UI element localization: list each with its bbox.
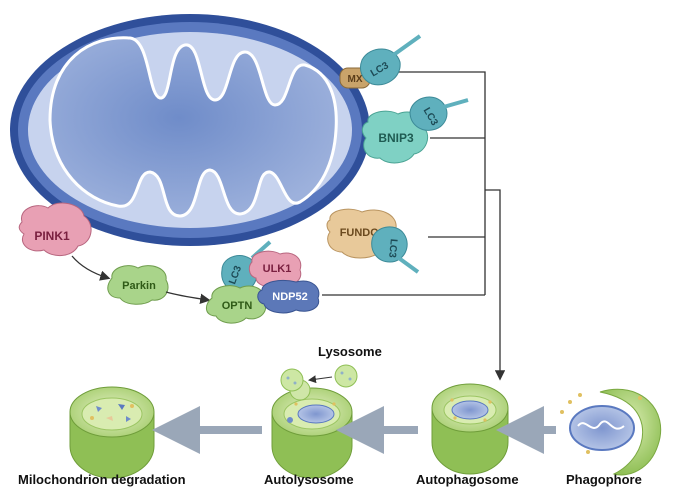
svg-text:MX: MX bbox=[348, 74, 363, 85]
phagophore bbox=[560, 388, 662, 476]
cristae bbox=[48, 36, 338, 218]
activation-arrows bbox=[71, 255, 211, 304]
svg-text:NDP52: NDP52 bbox=[272, 291, 307, 303]
svg-text:PINK1: PINK1 bbox=[34, 229, 70, 243]
svg-text:OPTN: OPTN bbox=[222, 300, 253, 312]
bnip3-receptor: BNIP3 bbox=[361, 110, 429, 164]
lc3-bnip3: LC3 bbox=[409, 96, 469, 131]
lysosome-label: Lysosome bbox=[318, 344, 382, 359]
pink1-protein: PINK1 bbox=[18, 202, 92, 256]
lc3-fundc1: LC3 bbox=[371, 226, 420, 274]
ndp52-protein: NDP52 bbox=[257, 279, 320, 314]
svg-text:Parkin: Parkin bbox=[122, 280, 156, 292]
autophagosome bbox=[431, 383, 509, 475]
autolysosome bbox=[271, 379, 353, 479]
autophagosome-label: Autophagosome bbox=[416, 472, 519, 487]
autolysosome-label: Autolysosome bbox=[264, 472, 354, 487]
mitochondrion bbox=[10, 14, 370, 246]
degradation-label: Milochondrion degradation bbox=[18, 472, 186, 487]
svg-text:BNIP3: BNIP3 bbox=[378, 131, 414, 145]
signal-lines bbox=[322, 71, 506, 381]
parkin-protein: Parkin bbox=[107, 265, 169, 305]
lc3-mx: LC3 bbox=[359, 34, 422, 86]
phagophore-label: Phagophore bbox=[566, 472, 642, 487]
lysosome-vesicles bbox=[280, 364, 358, 392]
degradation-vesicle bbox=[69, 386, 155, 479]
optn-protein: OPTN bbox=[206, 285, 266, 324]
svg-text:ULK1: ULK1 bbox=[263, 263, 292, 275]
svg-text:LC3: LC3 bbox=[386, 238, 399, 258]
ulk1-protein: ULK1 bbox=[248, 250, 302, 288]
